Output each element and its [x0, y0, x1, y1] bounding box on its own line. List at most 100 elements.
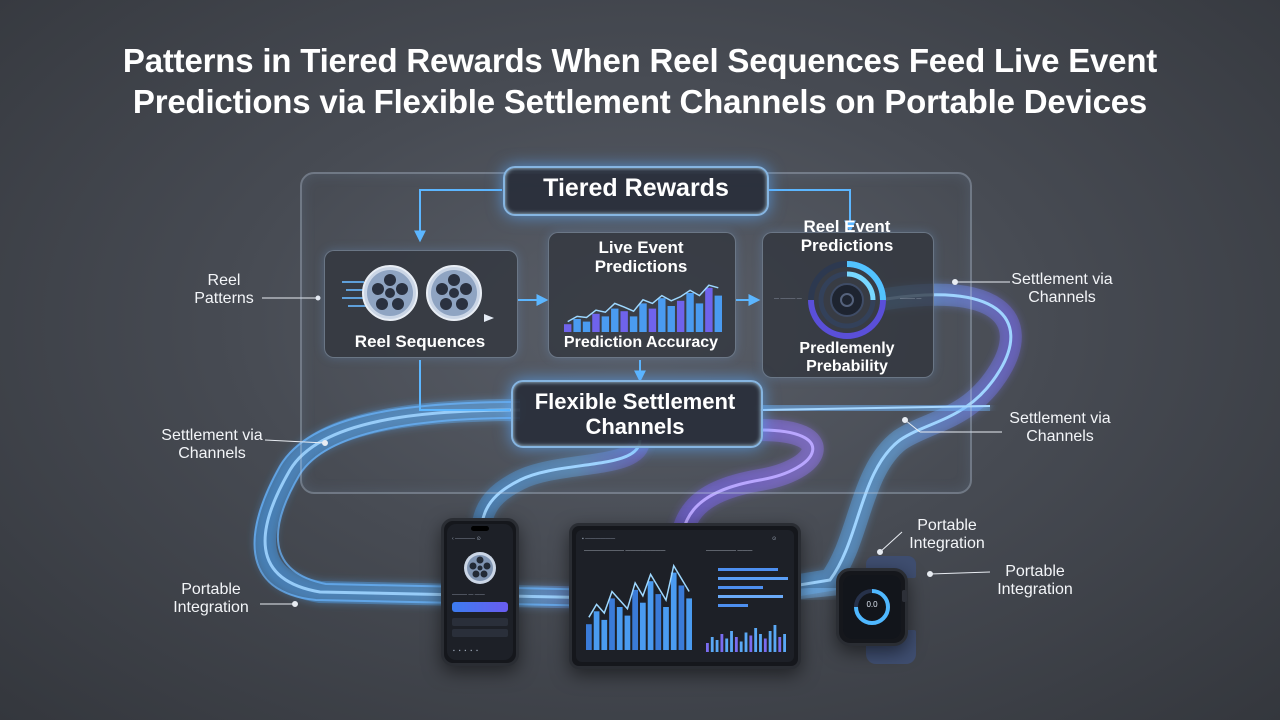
- chart-bar: [647, 581, 654, 650]
- phone-action-button[interactable]: [452, 602, 508, 612]
- label-portable-left: Portable Integration: [164, 581, 258, 617]
- node-live-event-predictions: [548, 232, 736, 358]
- chart-bar: [639, 303, 647, 332]
- chart-bar: [678, 585, 685, 650]
- phone-row-1: ——— — ——: [452, 592, 485, 598]
- portable-watch-right-text: Portable Integration: [997, 563, 1073, 598]
- chart-trend-line: [567, 284, 719, 323]
- chart-bar: [601, 316, 610, 332]
- reel-event-predictions-text: Reel Event Predictions: [800, 217, 894, 255]
- chart-bar: [592, 313, 600, 332]
- chart-bar: [655, 594, 662, 650]
- chart-bar: [720, 634, 724, 652]
- chart-bar: [725, 638, 729, 652]
- live-event-predictions-text: Live Event Predictions: [594, 238, 688, 276]
- chart-bar: [620, 311, 628, 332]
- label-settlement-right-top: Settlement via Channels: [1008, 271, 1116, 307]
- chart-bar: [734, 637, 738, 652]
- flexible-settlement-label: Flexible Settlement Channels: [511, 389, 759, 439]
- smartwatch-screen: 0.0: [843, 575, 901, 639]
- tablet-right-title: —————— ———: [706, 548, 753, 554]
- chart-bar: [714, 295, 722, 332]
- probability-label: Predlemenly Prebability: [762, 340, 932, 376]
- label-reel-patterns: Reel Patterns: [186, 272, 262, 308]
- chart-bar: [686, 293, 694, 332]
- chart-bar: [564, 324, 572, 332]
- chart-bar: [582, 321, 591, 332]
- chart-bar: [629, 316, 638, 332]
- tablet-bar-chart-2: [706, 625, 786, 652]
- label-portable-watch-right: Portable Integration: [988, 563, 1082, 599]
- film-reel-icon: [342, 265, 494, 322]
- chart-bar: [730, 631, 733, 652]
- reel-event-predictions-label: Reel Event Predictions: [762, 217, 932, 255]
- chart-bar: [739, 641, 743, 652]
- probability-text: Predlemenly Prebability: [799, 340, 895, 375]
- chart-bar: [754, 628, 758, 652]
- node-tiered-rewards: [503, 166, 769, 216]
- reel-patterns-text: Reel Patterns: [194, 272, 254, 307]
- settlement-right-top-text: Settlement via Channels: [1011, 271, 1113, 306]
- settlement-right-mid-text: Settlement via Channels: [1009, 410, 1111, 445]
- chart-bar: [744, 632, 748, 652]
- smartwatch: 0.0: [836, 568, 908, 646]
- chart-bar: [686, 598, 692, 650]
- chart-bar: [663, 607, 669, 650]
- chart-bar: [670, 572, 677, 650]
- reel-sequences-label: Reel Sequences: [354, 332, 486, 351]
- chart-bar: [593, 611, 600, 650]
- flexible-settlement-text: Flexible Settlement Channels: [534, 389, 736, 439]
- chart-bar: [705, 287, 713, 332]
- chart-trend-line: [588, 563, 690, 618]
- chart-bar: [658, 298, 666, 332]
- watch-gauge-icon: [854, 589, 890, 625]
- title-line-1: Patterns in Tiered Rewards When Reel Seq…: [122, 42, 1158, 79]
- chart-bar: [640, 602, 646, 650]
- chart-bar: [695, 303, 704, 332]
- tablet-chart-title: ———————— ————————: [584, 548, 666, 554]
- chart-bar: [773, 625, 777, 652]
- tablet-header-right: ⊙: [772, 536, 777, 542]
- chart-bar: [763, 638, 767, 652]
- chart-bar: [609, 598, 615, 650]
- chart-bar: [601, 619, 608, 650]
- tablet-progress-list: [704, 562, 788, 607]
- chart-bar: [624, 615, 631, 650]
- label-settlement-left: Settlement via Channels: [158, 427, 266, 463]
- film-reel-icon: [464, 552, 496, 584]
- chart-bar: [749, 635, 753, 652]
- tablet: ▪ —————— ⊙ ———————— ———————— —————— ———: [569, 523, 801, 669]
- title-line-2: Predictions via Flexible Settlement Chan…: [132, 83, 1148, 120]
- portable-watch-top-text: Portable Integration: [909, 517, 985, 552]
- smartphone: ‹ ———— ⊙ ——— — —— ▪▪▪▪▪: [441, 518, 519, 666]
- chart-bar: [573, 319, 581, 332]
- chart-bar: [710, 637, 714, 652]
- chart-bar: [648, 308, 657, 332]
- chart-bar: [667, 306, 675, 332]
- settlement-left-text: Settlement via Channels: [161, 427, 263, 462]
- portable-left-text: Portable Integration: [173, 581, 249, 616]
- node-flexible-settlement-channels: [511, 380, 763, 448]
- chart-bar: [768, 631, 772, 652]
- chart-bar: [778, 637, 782, 652]
- prediction-bar-chart: [564, 284, 722, 332]
- chart-bar: [706, 643, 709, 652]
- chart-bar: [676, 300, 685, 332]
- phone-header: ‹ ———— ⊙: [452, 536, 481, 542]
- phone-tabbar: ▪▪▪▪▪: [453, 648, 482, 654]
- tablet-screen: ▪ —————— ⊙ ———————— ———————— —————— ———: [576, 530, 794, 662]
- label-portable-watch-top: Portable Integration: [900, 517, 994, 553]
- tablet-bar-chart: [586, 563, 692, 650]
- chart-bar: [611, 308, 619, 332]
- chart-bar: [632, 589, 638, 650]
- node-reel-sequences: [324, 250, 518, 358]
- tiered-rewards-label: Tiered Rewards: [543, 174, 729, 202]
- watch-value: 0.0: [866, 600, 878, 609]
- page-title: Patterns in Tiered Rewards When Reel Seq…: [0, 40, 1280, 122]
- smartphone-screen: ‹ ———— ⊙ ——— — —— ▪▪▪▪▪: [447, 524, 513, 660]
- radial-gauge-icon: [808, 261, 886, 339]
- chart-bar: [616, 607, 623, 650]
- watch-crown[interactable]: [902, 590, 907, 602]
- chart-bar: [586, 624, 592, 650]
- gauge-right-note: ——— —: [900, 296, 922, 302]
